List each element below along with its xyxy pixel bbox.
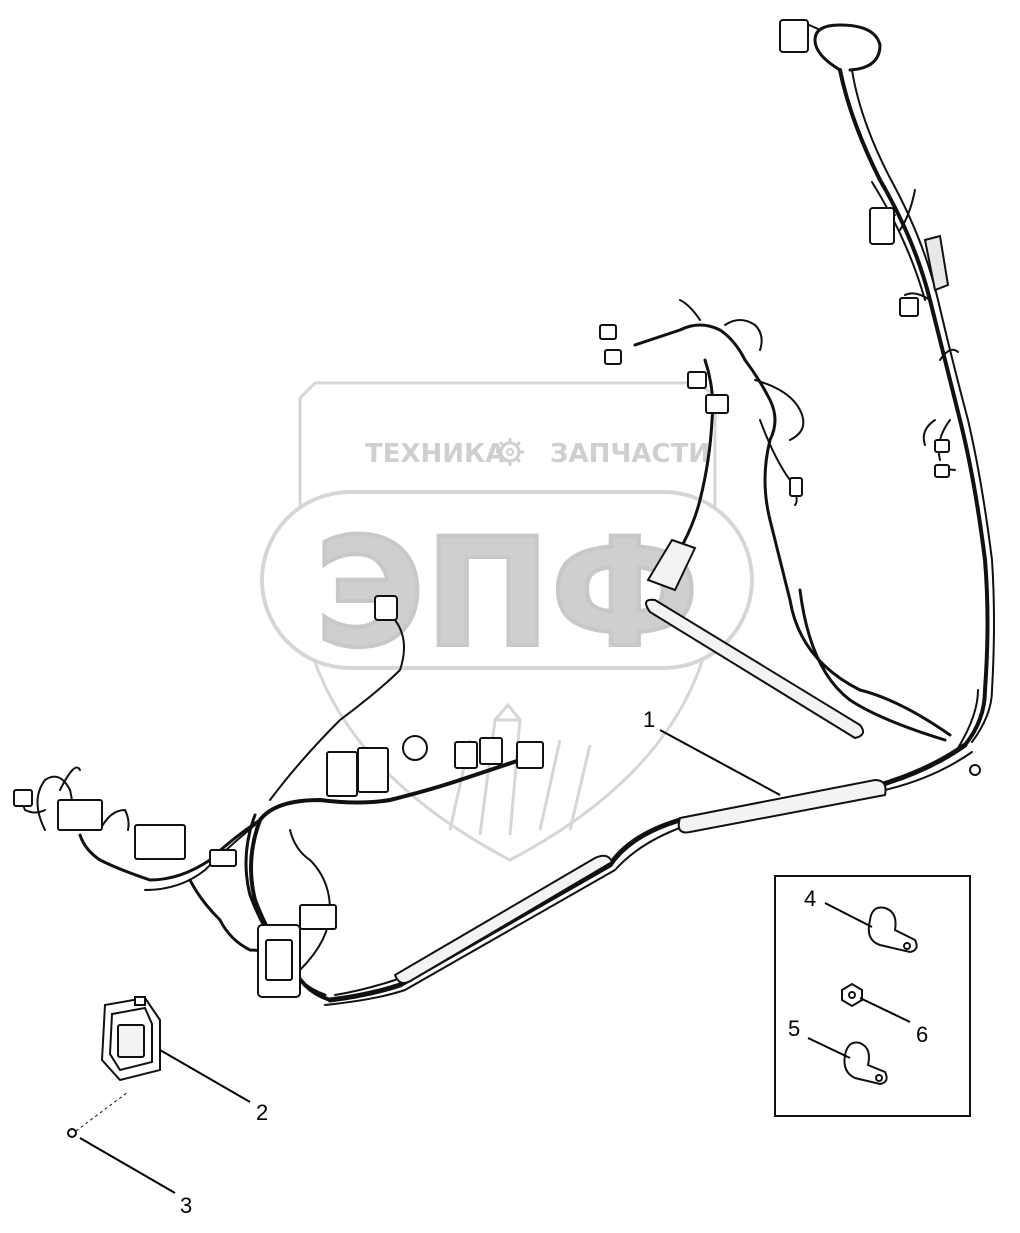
connector-left-end <box>13 789 33 807</box>
sleeve-right-riser <box>923 234 950 292</box>
fuse-block-left-2 <box>134 824 186 860</box>
connector-right-2 <box>899 297 919 317</box>
callout-2: 2 <box>256 1100 268 1125</box>
sleeve-lower-left <box>393 854 614 985</box>
leader-6 <box>859 997 911 1023</box>
watermark-top-right-word: ЗАПЧАСТИ <box>550 439 710 469</box>
connector-top-right <box>779 19 809 53</box>
connector-mid <box>789 477 803 497</box>
part-5-clamp <box>843 1041 888 1086</box>
connector-center-2 <box>604 349 622 365</box>
connector-group-3 <box>516 741 544 769</box>
wire-harness <box>22 19 995 1006</box>
connector-bracket-large-inner <box>265 939 293 981</box>
harness-connectors <box>13 19 981 998</box>
connector-right-4 <box>934 464 950 478</box>
connector-right-1 <box>869 207 895 245</box>
harness-sleeves <box>393 234 950 985</box>
leader-4 <box>824 902 873 928</box>
part-4-clamp <box>867 906 918 954</box>
watermark-top-left-word: ТЕХНИКА <box>365 439 505 469</box>
part-6-nut <box>841 982 863 1008</box>
inset-detail-box <box>774 875 971 1117</box>
sleeve-center-boot <box>646 538 697 592</box>
leader-2 <box>159 1049 251 1103</box>
connector-center-3 <box>687 371 707 389</box>
leader-3 <box>79 1137 176 1194</box>
watermark-wheat-icon <box>448 702 592 836</box>
connector-block-2 <box>357 747 389 793</box>
connector-left-low <box>299 904 337 930</box>
fuse-block-left-1 <box>57 799 103 831</box>
callout-1: 1 <box>643 707 655 732</box>
callout-6: 6 <box>916 1022 928 1047</box>
connector-left-mid <box>209 849 237 867</box>
watermark-badge <box>260 490 754 670</box>
connector-round <box>402 735 428 761</box>
part-2-mounting-frame <box>100 996 161 1082</box>
ring-terminal <box>969 764 981 776</box>
connector-center-4 <box>705 394 729 414</box>
watermark-big-letters: ЭПФ <box>315 507 699 681</box>
gear-icon <box>496 438 524 466</box>
sleeve-lower-right <box>677 778 887 834</box>
connector-small-left <box>374 595 398 621</box>
connector-right-3 <box>934 439 950 453</box>
connector-group-1 <box>454 741 478 769</box>
leader-lines <box>79 729 911 1194</box>
connector-center-1 <box>599 324 617 340</box>
callout-5: 5 <box>788 1016 800 1041</box>
leader-5 <box>807 1037 851 1059</box>
callout-3: 3 <box>180 1193 192 1218</box>
leader-1 <box>659 729 781 796</box>
connector-block-1 <box>326 751 358 797</box>
callout-labels: 1 2 3 4 5 6 <box>180 707 928 1218</box>
connector-group-2 <box>479 737 503 765</box>
callout-4: 4 <box>804 886 816 911</box>
sleeve-diagonal <box>645 598 865 740</box>
watermark-logo: ТЕХНИКА ЗАПЧАСТИ ЭПФ <box>260 381 754 862</box>
part-3-screw <box>67 1091 129 1138</box>
